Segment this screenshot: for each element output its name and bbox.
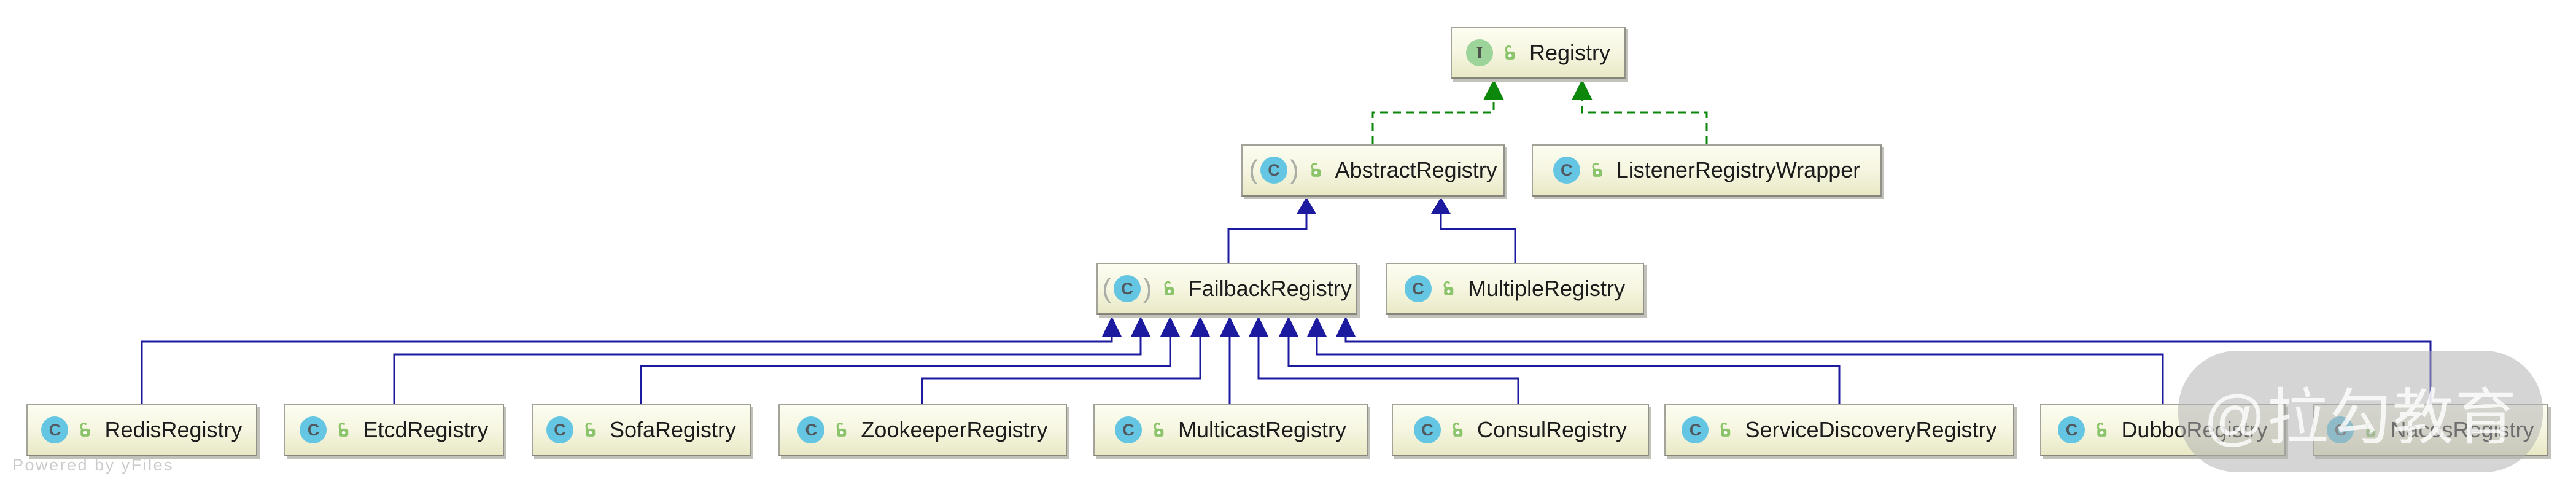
class-icon: C (1682, 416, 1709, 443)
public-lock-icon (1505, 45, 1515, 60)
class-name-label: ZookeeperRegistry (861, 417, 1048, 442)
public-lock-icon (80, 422, 90, 437)
class-node-etcd-registry[interactable]: C EtcdRegistry (284, 404, 504, 456)
public-lock-icon (1154, 422, 1164, 437)
class-node-multiple-registry[interactable]: C MultipleRegistry (1386, 263, 1644, 315)
class-name-label: FailbackRegistry (1188, 276, 1352, 301)
class-name-label: RedisRegistry (104, 417, 242, 442)
watermark-badge: @拉勾教育 (2178, 351, 2543, 472)
edge-abstractregistry-implements-registry (1371, 79, 1504, 144)
class-icon: C (1553, 157, 1580, 184)
class-icon: C (797, 416, 825, 443)
class-node-abstract-registry[interactable]: ( C ) AbstractRegistry (1241, 144, 1505, 197)
edge-servicediscoveryregistry-extends-failbackregistry (1279, 316, 1841, 404)
public-lock-icon (1720, 422, 1731, 437)
edge-etcdregistry-extends-failbackregistry (393, 316, 1150, 404)
class-node-registry[interactable]: I Registry (1451, 27, 1626, 79)
class-name-label: EtcdRegistry (363, 417, 489, 442)
abstract-marker-paren-open: ( (1249, 155, 1258, 185)
class-node-redis-registry[interactable]: C RedisRegistry (26, 404, 257, 456)
edge-zookeeperregistry-extends-failbackregistry (921, 316, 1210, 404)
class-icon: C (1113, 275, 1141, 302)
public-lock-icon (1311, 162, 1321, 177)
public-lock-icon (1164, 281, 1174, 295)
public-lock-icon (2097, 422, 2107, 437)
edge-multicastregistry-extends-failbackregistry (1220, 316, 1240, 404)
class-name-label: Registry (1529, 40, 1611, 65)
class-icon: C (546, 416, 573, 443)
edge-consulregistry-extends-failbackregistry (1249, 316, 1519, 404)
class-node-service-discovery-registry[interactable]: C ServiceDiscoveryRegistry (1664, 404, 2014, 456)
abstract-marker-paren-open: ( (1102, 273, 1111, 303)
class-node-failback-registry[interactable]: ( C ) FailbackRegistry (1096, 263, 1357, 315)
class-node-listener-registry-wrapper[interactable]: C ListenerRegistryWrapper (1532, 144, 1882, 197)
abstract-marker-paren-close: ) (1143, 273, 1152, 303)
class-node-multicast-registry[interactable]: C MulticastRegistry (1093, 404, 1368, 456)
class-node-zookeeper-registry[interactable]: C ZookeeperRegistry (778, 404, 1067, 456)
interface-icon: I (1465, 39, 1493, 66)
public-lock-icon (1592, 162, 1602, 177)
public-lock-icon (585, 422, 596, 437)
class-name-label: ListenerRegistryWrapper (1616, 157, 1861, 182)
class-icon: C (300, 416, 327, 443)
edge-sofaregistry-extends-failbackregistry (640, 316, 1180, 404)
class-name-label: SofaRegistry (609, 417, 737, 442)
class-name-label: AbstractRegistry (1335, 157, 1497, 182)
class-name-label: ConsulRegistry (1476, 417, 1627, 442)
class-icon: C (41, 416, 69, 443)
class-name-label: MulticastRegistry (1177, 417, 1347, 442)
public-lock-icon (836, 422, 847, 437)
class-icon: C (2058, 416, 2085, 443)
watermark-text: @拉勾教育 (2203, 383, 2518, 452)
edge-failbackregistry-extends-abstractregistry (1227, 197, 1316, 263)
public-lock-icon (1443, 281, 1454, 295)
class-icon: C (1260, 157, 1287, 184)
edge-dubboregistry-extends-failbackregistry (1307, 316, 2164, 404)
edge-listenerregistrywrapper-implements-registry (1572, 79, 1708, 144)
class-name-label: ServiceDiscoveryRegistry (1745, 417, 1997, 442)
edge-multipleregistry-extends-abstractregistry (1431, 197, 1516, 263)
powered-by-yfiles-label: Powered by yFiles (12, 456, 174, 474)
class-icon: C (1404, 275, 1432, 302)
class-icon: C (1114, 416, 1142, 443)
edge-redisregistry-extends-failbackregistry (141, 316, 1122, 404)
class-node-sofa-registry[interactable]: C SofaRegistry (532, 404, 751, 456)
class-name-label: MultipleRegistry (1467, 276, 1626, 301)
public-lock-icon (1453, 422, 1463, 437)
abstract-marker-paren-close: ) (1289, 155, 1299, 185)
class-icon: C (1413, 416, 1441, 443)
public-lock-icon (338, 422, 349, 437)
class-node-consul-registry[interactable]: C ConsulRegistry (1392, 404, 1649, 456)
